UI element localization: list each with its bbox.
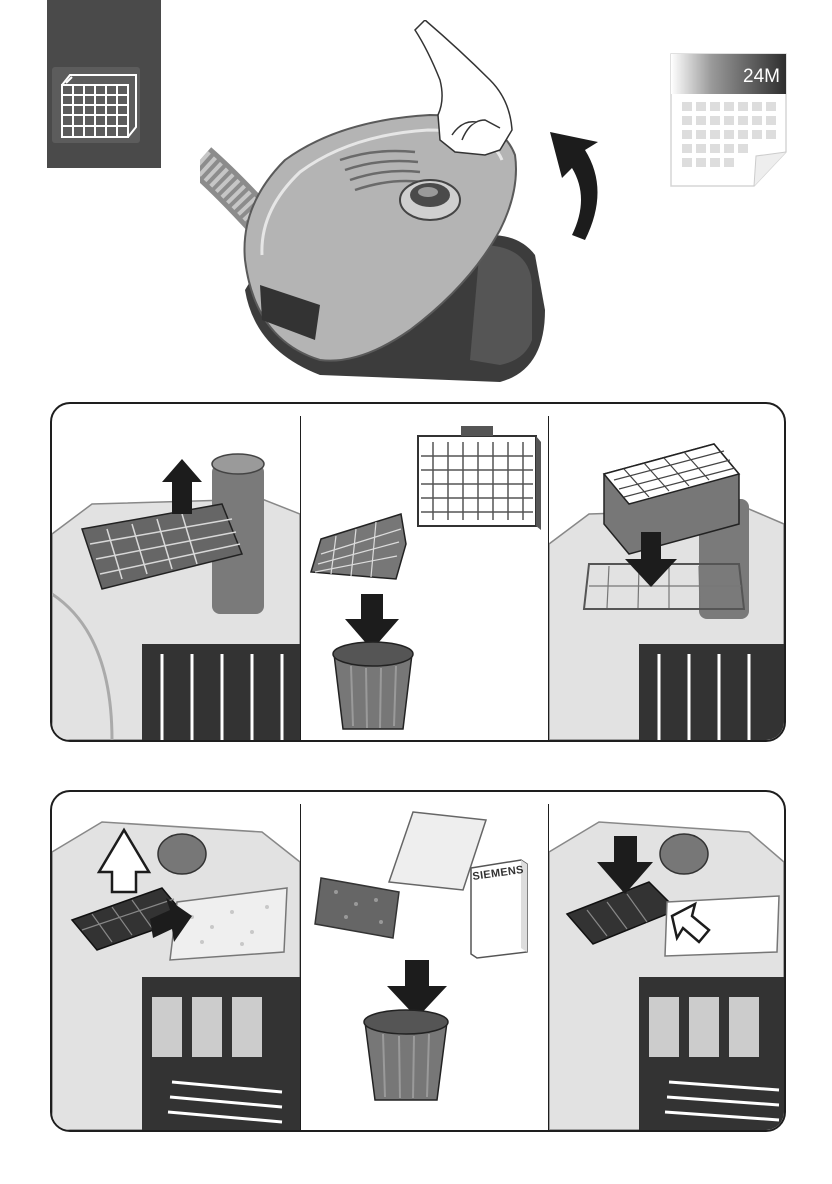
step-dispose-old-filter <box>301 404 548 740</box>
trash-bin <box>364 1010 448 1100</box>
new-filter-cassette <box>418 426 541 530</box>
step-panel-1 <box>50 402 786 742</box>
step-dispose-used-pad: SIEMENS <box>301 792 548 1130</box>
step-lift-filter-out <box>52 404 300 740</box>
step-insert-new-pad <box>549 792 784 1130</box>
filter-tab-icon <box>52 67 140 143</box>
old-filter <box>311 514 406 579</box>
step-panel-2: SIEMENS <box>50 790 786 1132</box>
calendar-label: 24M <box>743 66 780 87</box>
calendar-icon: 24M <box>668 52 790 188</box>
trash-bin <box>333 642 413 729</box>
filter-box: SIEMENS <box>471 860 527 958</box>
step-insert-new-filter <box>549 404 784 740</box>
vacuum-cleaner-illustration <box>200 20 620 395</box>
step-remove-motor-filter <box>52 792 300 1130</box>
used-pad <box>315 878 399 938</box>
